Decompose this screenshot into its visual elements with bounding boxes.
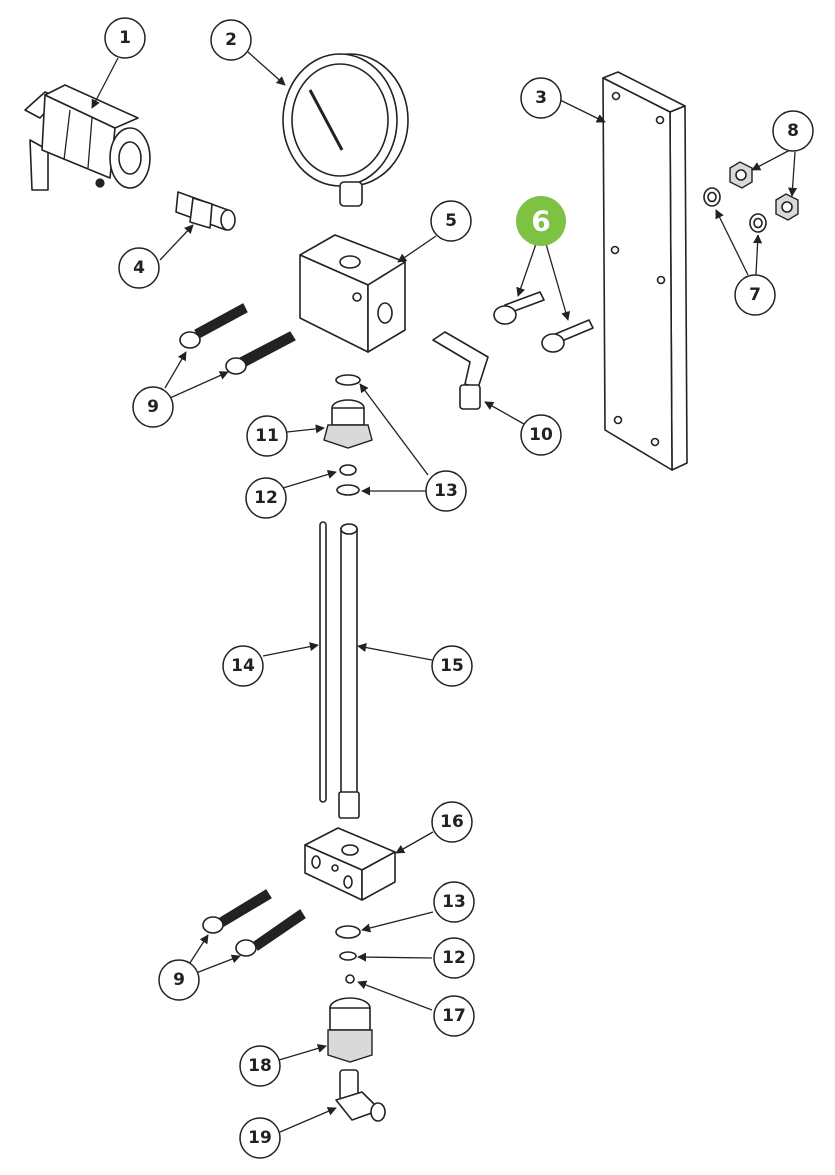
callout-bubble-10: 10 (520, 414, 562, 456)
part-17-ball (345, 974, 355, 984)
part-13-o-ring-upper-b (336, 484, 360, 496)
part-12-o-ring-lower (339, 951, 357, 961)
part-14-thin-rod (319, 521, 327, 803)
callout-bubble-2: 2 (210, 19, 252, 61)
callout-bubble-14: 14 (222, 645, 264, 687)
callout-bubble-7: 7 (734, 274, 776, 316)
part-7-washers (703, 187, 767, 233)
part-12-o-ring-upper (339, 464, 357, 476)
callout-bubble-16: 16 (431, 801, 473, 843)
part-10-elbow-fitting (432, 331, 489, 410)
callout-bubble-17: 17 (433, 995, 475, 1037)
callout-bubble-15: 15 (431, 645, 473, 687)
callout-bubble-12-lower: 12 (433, 937, 475, 979)
part-9-cap-screws-upper (179, 303, 296, 375)
part-2-pressure-gauge (282, 53, 409, 207)
part-5-block (299, 234, 406, 353)
callout-number: 17 (442, 1006, 466, 1026)
part-18-hex-adapter (327, 997, 373, 1063)
callout-number: 19 (248, 1128, 272, 1148)
callout-number: 4 (133, 258, 145, 278)
part-8-hex-nuts (729, 161, 799, 221)
callout-number: 14 (231, 656, 255, 676)
part-3-mounting-plate (602, 71, 688, 471)
part-9-cap-screws-lower (202, 889, 306, 957)
leader-lines (91, 51, 798, 1133)
callout-number: 15 (440, 656, 464, 676)
callout-number: 13 (442, 892, 466, 912)
part-15-tube (338, 523, 360, 819)
callout-number: 7 (749, 285, 761, 305)
callout-number: 12 (254, 488, 278, 508)
part-16-lower-block (304, 827, 396, 901)
highlight-bubble (516, 196, 566, 246)
callout-bubble-8: 8 (772, 110, 814, 152)
callout-number: 12 (442, 948, 466, 968)
part-13-o-ring-upper-a (335, 374, 361, 386)
callout-number: 8 (787, 121, 799, 141)
callout-bubble-19: 19 (239, 1117, 281, 1159)
callout-number: 5 (445, 211, 457, 231)
callout-number: 13 (434, 481, 458, 501)
callout-bubble-9-upper: 9 (132, 386, 174, 428)
callout-number: 10 (529, 425, 553, 445)
callout-number: 1 (119, 28, 131, 48)
callout-bubble-4: 4 (118, 247, 160, 289)
part-1-hex-coupler (24, 84, 151, 191)
callout-bubble-9-lower: 9 (158, 959, 200, 1001)
callout-bubble-5: 5 (430, 200, 472, 242)
part-4-fitting (175, 191, 236, 231)
callout-number: 18 (248, 1056, 272, 1076)
part-11-hex-fitting (323, 399, 373, 449)
callout-bubble-6-highlight: 6 (516, 196, 566, 246)
callout-bubble-18: 18 (239, 1045, 281, 1087)
callout-bubble-13-upper: 13 (425, 470, 467, 512)
callout-bubble-11: 11 (246, 415, 288, 457)
callout-number: 16 (440, 812, 464, 832)
callout-bubble-13-lower: 13 (433, 881, 475, 923)
callout-number: 9 (147, 397, 159, 417)
part-6-hex-bolts (493, 291, 594, 353)
callout-bubble-1: 1 (104, 17, 146, 59)
part-13-o-ring-lower (335, 925, 361, 939)
callout-number: 6 (531, 205, 550, 238)
callout-number: 2 (225, 30, 237, 50)
callout-number: 3 (535, 88, 547, 108)
callout-number: 11 (255, 426, 279, 446)
callout-bubble-12-upper: 12 (245, 477, 287, 519)
part-19-elbow (335, 1069, 386, 1122)
callout-bubble-3: 3 (520, 77, 562, 119)
callout-number: 9 (173, 970, 185, 990)
